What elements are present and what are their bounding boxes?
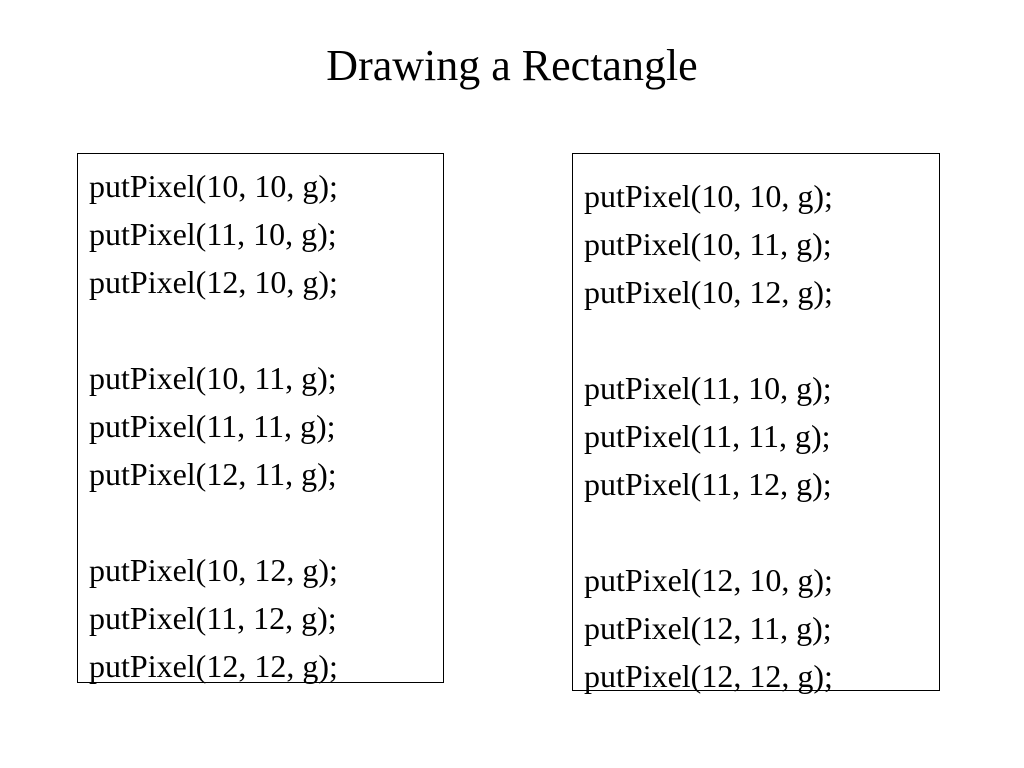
code-line: putPixel(12, 10, g); [89, 264, 338, 300]
code-line: putPixel(12, 11, g); [584, 610, 832, 646]
code-line: putPixel(10, 10, g); [89, 168, 338, 204]
code-line: putPixel(10, 12, g); [89, 552, 338, 588]
code-line: putPixel(11, 11, g); [89, 408, 336, 444]
code-line: putPixel(10, 10, g); [584, 178, 833, 214]
code-group: putPixel(12, 10, g); putPixel(12, 11, g)… [584, 556, 939, 700]
code-group: putPixel(10, 10, g); putPixel(11, 10, g)… [89, 162, 443, 306]
code-line: putPixel(10, 11, g); [89, 360, 337, 396]
slide-title: Drawing a Rectangle [326, 41, 698, 90]
code-line: putPixel(10, 12, g); [584, 274, 833, 310]
code-group: putPixel(10, 12, g); putPixel(11, 12, g)… [89, 546, 443, 690]
code-line: putPixel(11, 11, g); [584, 418, 831, 454]
code-line: putPixel(11, 10, g); [89, 216, 337, 252]
code-line: putPixel(10, 11, g); [584, 226, 832, 262]
code-line: putPixel(11, 12, g); [584, 466, 832, 502]
code-line: putPixel(12, 10, g); [584, 562, 833, 598]
code-line: putPixel(11, 12, g); [89, 600, 337, 636]
code-line: putPixel(11, 10, g); [584, 370, 832, 406]
code-line: putPixel(12, 12, g); [584, 658, 833, 694]
code-line: putPixel(12, 12, g); [89, 648, 338, 684]
code-group: putPixel(10, 11, g); putPixel(11, 11, g)… [89, 354, 443, 498]
code-box-row-order: putPixel(10, 10, g); putPixel(11, 10, g)… [77, 153, 444, 684]
code-group: putPixel(11, 10, g); putPixel(11, 11, g)… [584, 364, 939, 508]
code-box-column-order: putPixel(10, 10, g); putPixel(10, 11, g)… [572, 153, 940, 694]
code-line: putPixel(12, 11, g); [89, 456, 337, 492]
code-group: putPixel(10, 10, g); putPixel(10, 11, g)… [584, 172, 939, 316]
